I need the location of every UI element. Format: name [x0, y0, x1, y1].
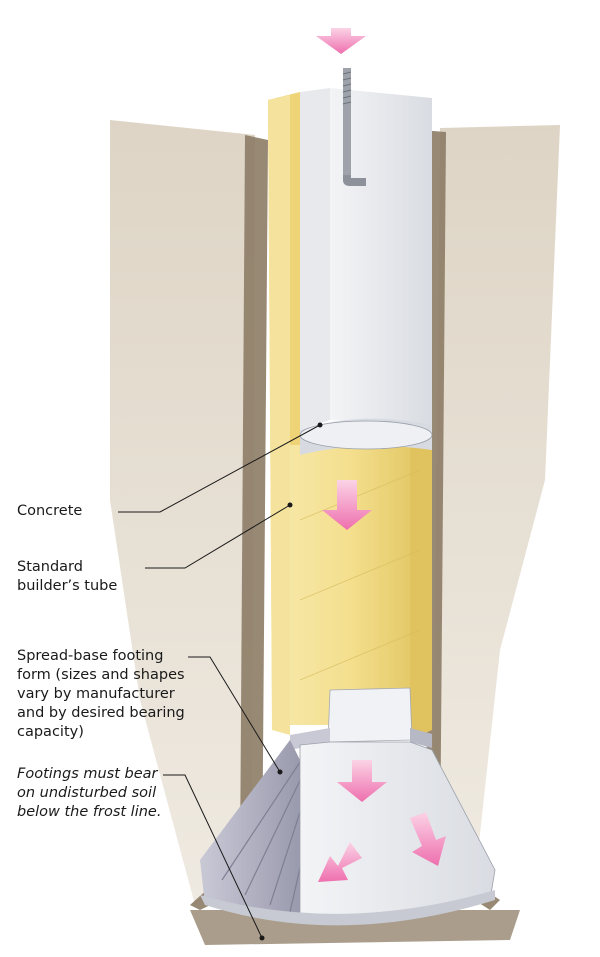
- down-arrow-icon: [322, 480, 372, 530]
- down-arrow-icon: [410, 812, 446, 866]
- anchor-bolt: [342, 68, 366, 186]
- tube-leader-dot: [287, 502, 293, 508]
- label-concrete: Concrete: [17, 503, 83, 519]
- soil: [110, 120, 560, 945]
- label-frost-line-note: Footings must bear on undisturbed soil b…: [17, 766, 162, 820]
- note-leader-dot: [259, 935, 265, 941]
- footing-form-leader-dot: [277, 769, 283, 775]
- down-arrow-icon: [318, 842, 362, 882]
- note-leader: [163, 774, 263, 939]
- label-builders-tube: Standard builder’s tube: [17, 559, 118, 594]
- concrete-leader: [118, 424, 321, 513]
- concrete-core: [299, 88, 433, 455]
- label-footing-form: Spread-base footing form (sizes and shap…: [17, 648, 185, 740]
- spread-base-footing-form: [200, 687, 496, 926]
- down-arrow-icon: [316, 28, 366, 54]
- tube-leader: [145, 504, 291, 569]
- concrete-leader-dot: [317, 422, 323, 428]
- down-arrow-icon: [337, 760, 387, 802]
- footing-form-leader: [188, 656, 281, 773]
